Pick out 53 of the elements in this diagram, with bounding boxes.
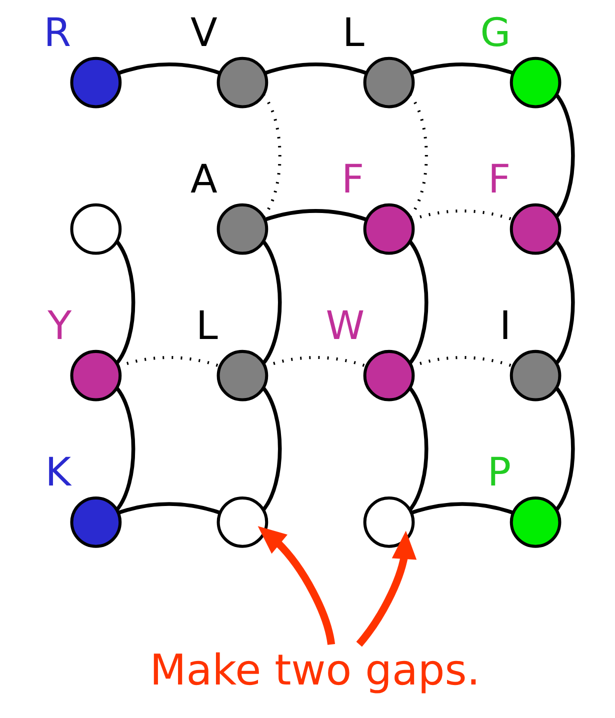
node-label: K: [44, 450, 71, 496]
node-label: Y: [47, 304, 72, 350]
connector: [117, 356, 220, 368]
node-circle: [362, 350, 414, 402]
connector: [261, 386, 282, 511]
node-label: F: [340, 158, 364, 203]
connector: [114, 240, 135, 364]
connector: [264, 356, 367, 368]
connector: [262, 94, 281, 218]
arrow: [356, 530, 416, 647]
node-label: L: [196, 304, 218, 350]
connector: [410, 62, 514, 75]
connector: [408, 386, 428, 511]
node-circle: [70, 203, 122, 255]
connector: [554, 240, 574, 364]
node-text: Make two gaps.: [149, 645, 480, 694]
node-label: W: [325, 304, 364, 350]
connector: [554, 94, 574, 218]
connector: [261, 240, 282, 364]
node-circle: [362, 496, 414, 548]
node-label: P: [486, 450, 511, 496]
connector: [117, 502, 220, 515]
node-circle: [509, 203, 561, 255]
connector: [264, 62, 367, 75]
node-label: L: [342, 10, 364, 56]
node-label: I: [499, 304, 511, 350]
node-circle: [509, 56, 561, 108]
connector: [408, 94, 428, 218]
node-circle: [509, 496, 561, 548]
node-circle: [216, 56, 268, 108]
arrow: [257, 526, 335, 646]
connector: [408, 240, 428, 364]
connector: [410, 502, 514, 515]
connector: [410, 356, 514, 368]
node-circle: [216, 203, 268, 255]
node-label: F: [487, 158, 510, 203]
connector: [114, 386, 135, 511]
node-circle: [70, 350, 122, 402]
node-circle: [362, 203, 414, 255]
node-circle: [362, 56, 414, 108]
node-label: G: [480, 10, 510, 56]
connector: [410, 209, 514, 222]
node-circle: [216, 350, 268, 402]
node-circle: [70, 56, 122, 108]
connector: [554, 386, 574, 511]
node-label: A: [190, 158, 217, 203]
node-label: R: [43, 10, 71, 56]
connector: [264, 209, 367, 222]
node-circle: [509, 350, 561, 402]
node-circle: [70, 496, 122, 548]
node-circle: [216, 496, 268, 548]
connector: [117, 62, 220, 75]
node-label: V: [190, 10, 217, 56]
